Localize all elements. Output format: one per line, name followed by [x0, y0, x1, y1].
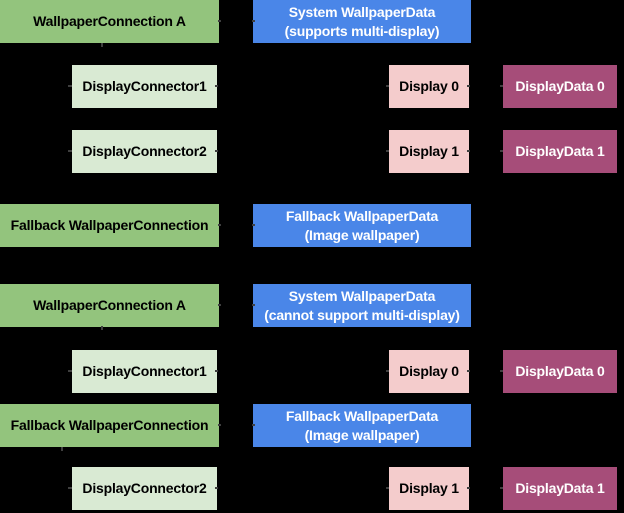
connector-stub [500, 487, 503, 489]
connector-stub [68, 85, 72, 87]
node-display-connector-2-s2: DisplayConnector2 [72, 467, 217, 510]
connector-stub [215, 370, 218, 372]
connector-stub [101, 43, 103, 47]
node-system-wallpaper-data-no-multi: System WallpaperData (cannot support mul… [253, 284, 471, 327]
connector-stub [500, 85, 503, 87]
node-wallpaper-connection-a-2: WallpaperConnection A [0, 284, 219, 327]
connector-stub [467, 370, 470, 372]
connector-stub [252, 20, 255, 22]
connector-stub [252, 304, 255, 306]
node-display-connector-2-s1: DisplayConnector2 [72, 130, 217, 173]
connector-stub [61, 447, 63, 451]
connector-stub [252, 224, 255, 226]
node-fallback-wallpaper-data-s1: Fallback WallpaperData (Image wallpaper) [253, 204, 471, 247]
connector-stub [386, 370, 389, 372]
connector-stub [68, 150, 72, 152]
connector-stub [500, 150, 503, 152]
connector-stub [218, 20, 221, 22]
node-display-data-1-s2: DisplayData 1 [503, 467, 617, 510]
node-display-1-s2: Display 1 [389, 467, 469, 510]
node-system-wallpaper-data-multi: System WallpaperData (supports multi-dis… [253, 0, 471, 43]
connector-stub [218, 424, 221, 426]
connector-stub [500, 370, 503, 372]
node-wallpaper-connection-a-1: WallpaperConnection A [0, 0, 219, 43]
node-display-0-s1: Display 0 [389, 65, 469, 108]
connector-stub [215, 487, 218, 489]
node-display-data-1-s1: DisplayData 1 [503, 130, 617, 173]
node-display-data-0-s2: DisplayData 0 [503, 350, 617, 393]
connector-stub [386, 487, 389, 489]
node-display-connector-1-s2: DisplayConnector1 [72, 350, 217, 393]
node-display-0-s2: Display 0 [389, 350, 469, 393]
connector-stub [215, 85, 218, 87]
node-display-1-s1: Display 1 [389, 130, 469, 173]
connector-stub [218, 224, 221, 226]
connector-stub [218, 304, 221, 306]
node-fallback-wallpaper-connection-s1: Fallback WallpaperConnection [0, 204, 219, 247]
connector-stub [386, 150, 389, 152]
connector-stub [215, 150, 218, 152]
node-fallback-wallpaper-data-s2: Fallback WallpaperData (Image wallpaper) [253, 404, 471, 447]
connector-stub [467, 150, 470, 152]
connector-stub [252, 424, 255, 426]
connector-stub [68, 487, 72, 489]
connector-stub [467, 85, 470, 87]
connector-stub [68, 370, 72, 372]
connector-stub [386, 85, 389, 87]
connector-stub [467, 487, 470, 489]
node-display-data-0-s1: DisplayData 0 [503, 65, 617, 108]
node-fallback-wallpaper-connection-s2: Fallback WallpaperConnection [0, 404, 219, 447]
node-display-connector-1-s1: DisplayConnector1 [72, 65, 217, 108]
connector-stub [101, 326, 103, 330]
